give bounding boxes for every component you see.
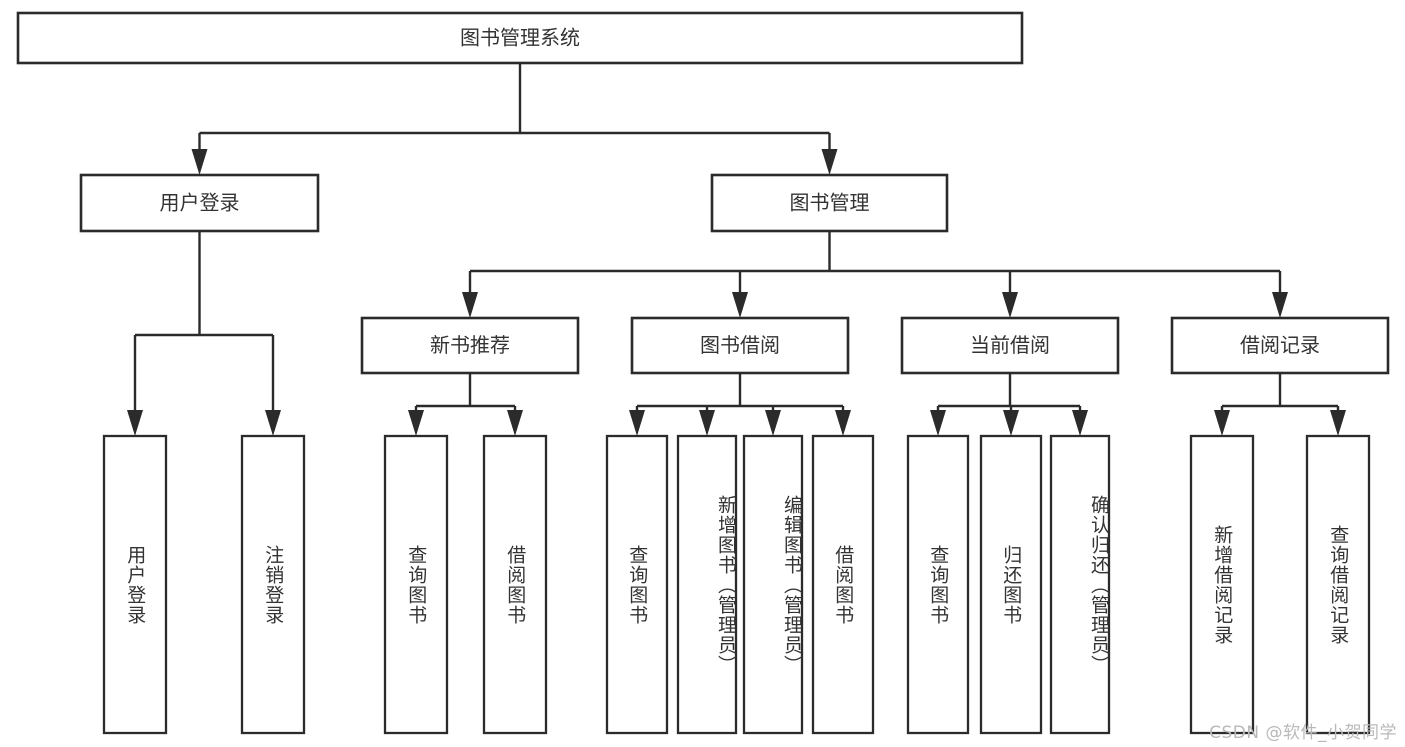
node-box-leaf-confirm-return[interactable] (1049, 434, 1111, 735)
arrow-head-borrow-record-to-leaf-query-record (1330, 410, 1346, 436)
node-box-leaf-query-book-2[interactable] (605, 434, 669, 735)
arrow-head-current-borrow-to-leaf-confirm-return (1072, 410, 1088, 436)
arrow-head-root-to-book-manage (821, 149, 838, 175)
node-label-current-borrow: 当前借阅 (970, 333, 1050, 357)
node-box-user-login[interactable] (79, 173, 320, 233)
arrow-head-borrow-record-to-leaf-add-record (1214, 410, 1230, 436)
arrow-head-root-to-user-login (191, 149, 208, 175)
node-box-leaf-add-record[interactable] (1189, 434, 1255, 735)
arrow-head-new-book-rec-to-leaf-borrow-book-1 (507, 410, 523, 436)
node-box-current-borrow[interactable] (900, 316, 1120, 375)
node-label-borrow-record: 借阅记录 (1240, 333, 1320, 357)
arrow-head-current-borrow-to-leaf-query-book-3 (930, 410, 946, 436)
node-box-leaf-borrow-book-1[interactable] (482, 434, 548, 735)
node-box-leaf-borrow-book-2[interactable] (811, 434, 875, 735)
connectors-layer (127, 63, 1346, 436)
node-box-leaf-add-book[interactable] (676, 434, 738, 735)
arrow-head-book-borrow-to-leaf-add-book (699, 410, 715, 436)
arrow-head-book-manage-to-book-borrow (732, 292, 748, 318)
arrow-head-book-manage-to-current-borrow (1002, 292, 1018, 318)
arrow-head-user-login-to-leaf-user-login (127, 410, 143, 436)
node-box-leaf-user-login[interactable] (102, 434, 168, 735)
arrow-head-book-borrow-to-leaf-query-book-2 (629, 410, 645, 436)
csdn-watermark: CSDN @软件_小贺同学 (1209, 723, 1397, 743)
node-box-leaf-edit-book[interactable] (742, 434, 804, 735)
node-box-book-borrow[interactable] (630, 316, 850, 375)
node-box-leaf-query-book-3[interactable] (906, 434, 970, 735)
arrow-head-book-manage-to-borrow-record (1272, 292, 1288, 318)
node-label-book-manage: 图书管理 (790, 191, 870, 215)
node-box-borrow-record[interactable] (1170, 316, 1390, 375)
node-box-new-book-rec[interactable] (360, 316, 580, 375)
node-box-root[interactable] (16, 11, 1024, 65)
node-box-leaf-query-book-1[interactable] (383, 434, 449, 735)
arrow-head-new-book-rec-to-leaf-query-book-1 (408, 410, 424, 436)
node-box-leaf-logout[interactable] (240, 434, 306, 735)
arrow-head-book-borrow-to-leaf-edit-book (765, 410, 781, 436)
arrow-head-current-borrow-to-leaf-return-book (1003, 410, 1019, 436)
arrow-head-book-borrow-to-leaf-borrow-book-2 (835, 410, 851, 436)
arrow-head-book-manage-to-new-book-rec (462, 292, 478, 318)
node-label-new-book-rec: 新书推荐 (430, 333, 510, 357)
arrow-head-user-login-to-leaf-logout (265, 410, 281, 436)
node-label-root: 图书管理系统 (460, 26, 580, 50)
node-label-user-login: 用户登录 (160, 191, 240, 215)
node-box-leaf-query-record[interactable] (1305, 434, 1371, 735)
node-box-leaf-return-book[interactable] (979, 434, 1043, 735)
node-box-book-manage[interactable] (710, 173, 949, 233)
node-label-book-borrow: 图书借阅 (700, 333, 780, 357)
boxes-layer (16, 11, 1390, 735)
